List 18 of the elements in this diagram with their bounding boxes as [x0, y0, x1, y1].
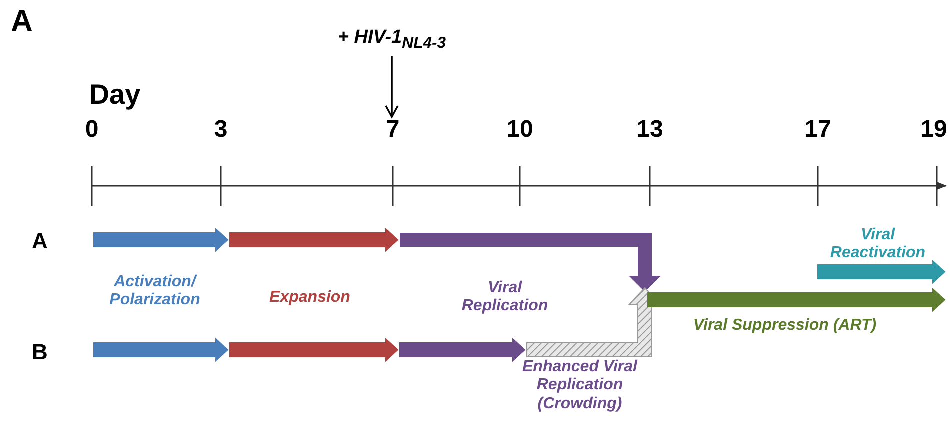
panel-letter: A — [11, 4, 33, 40]
tick-label: 3 — [214, 116, 228, 144]
tick-label: 0 — [85, 116, 99, 144]
row-label: A — [32, 228, 48, 254]
phase-label: Viral Suppression (ART) — [693, 316, 877, 336]
tick-label: 13 — [636, 116, 664, 144]
phase-label: Viral Replication — [460, 280, 550, 316]
axis-title: Day — [89, 78, 141, 112]
phase-label: Activation/ Polarization — [108, 274, 202, 310]
annotation-text: + HIV-1$_{NL4-3}$ — [338, 27, 446, 53]
phase-label: Enhanced Viral Replication (Crowding) — [522, 358, 639, 414]
tick-label: 10 — [506, 116, 534, 144]
phase-label: Viral Reactivation — [829, 226, 927, 264]
phase-label: Expansion — [270, 288, 350, 308]
tick-label: 7 — [386, 116, 400, 144]
tick-label: 19 — [920, 116, 948, 144]
tick-label: 17 — [804, 116, 832, 144]
row-label: B — [32, 339, 48, 365]
